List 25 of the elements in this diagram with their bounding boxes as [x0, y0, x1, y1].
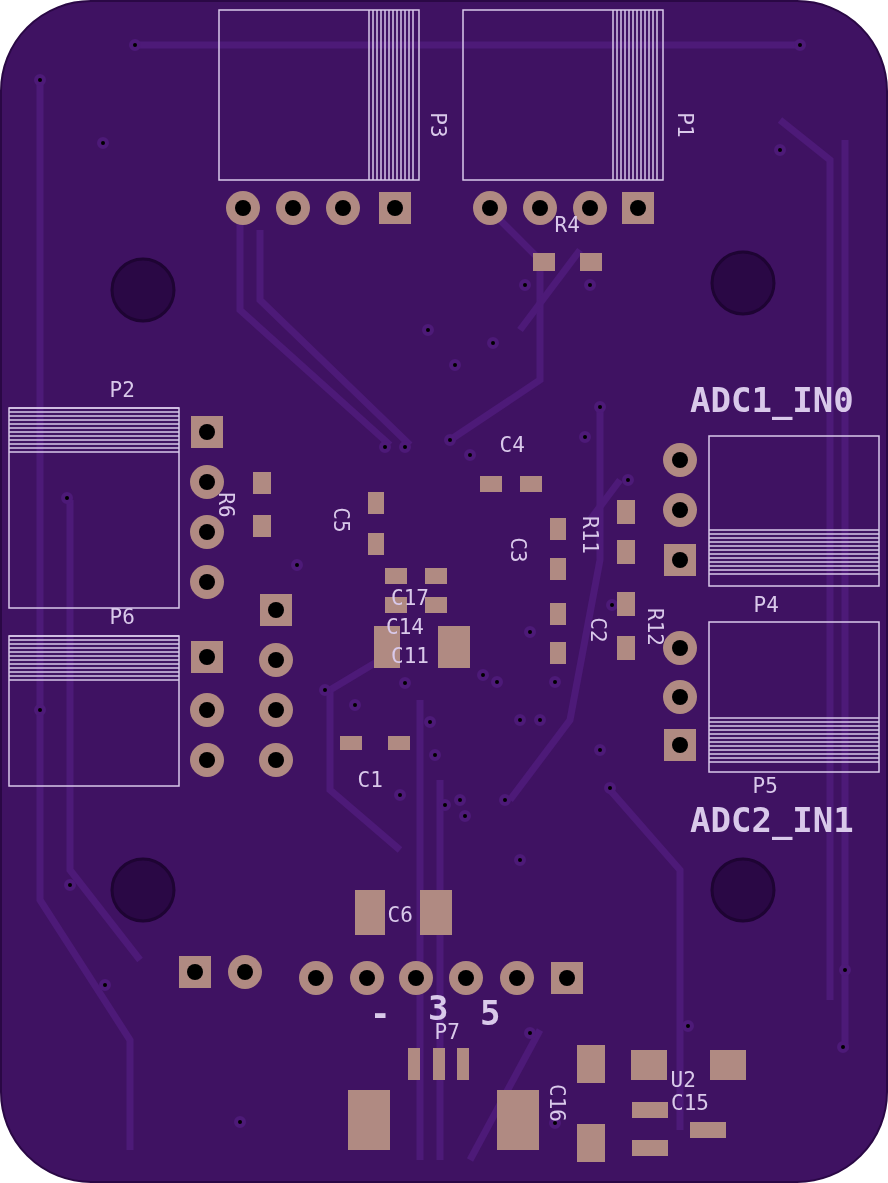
silkscreen-label: R12	[643, 608, 666, 646]
silkscreen-label: P3	[426, 112, 449, 138]
silkscreen-label: P2	[109, 379, 135, 401]
silkscreen-label: U2	[670, 1069, 696, 1091]
silkscreen-label: C15	[671, 1092, 709, 1114]
silkscreen-label: P1	[673, 112, 696, 138]
silkscreen-label: ADC1_IN0	[690, 382, 854, 418]
silkscreen-label: C6	[387, 904, 413, 926]
silkscreen-label: R11	[578, 516, 601, 554]
silkscreen-label: C2	[586, 617, 609, 643]
silkscreen-label: ADC2_IN1	[690, 802, 854, 838]
silkscreen-label: C16	[545, 1084, 568, 1122]
silkscreen-label: R4	[554, 214, 580, 236]
silkscreen-label: C4	[499, 434, 525, 456]
silkscreen-label: R6	[214, 492, 237, 518]
silkscreen-label: C5	[329, 507, 352, 533]
silkscreen-label: 5	[480, 995, 501, 1031]
silkscreen-label: C3	[506, 537, 529, 563]
silkscreen-label: C14	[386, 616, 424, 638]
silkscreen-label: C17	[391, 587, 429, 609]
silkscreen-label: P5	[752, 775, 778, 797]
silkscreen-label: -	[370, 995, 391, 1031]
silkscreen-label: P4	[753, 594, 779, 616]
silkscreen-label: C1	[357, 769, 383, 791]
silkscreen-label: P6	[109, 606, 135, 628]
